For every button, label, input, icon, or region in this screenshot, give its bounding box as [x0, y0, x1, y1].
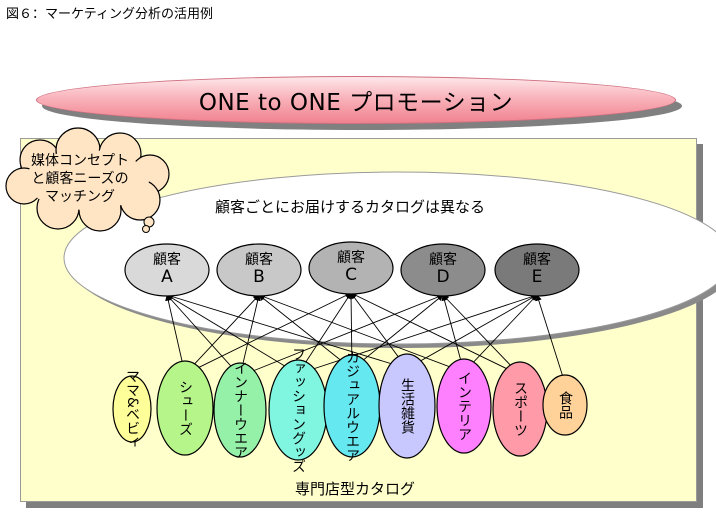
- category-label: ファッショングッズ: [269, 347, 327, 473]
- category-node: [112, 375, 152, 443]
- footer-caption: 専門店型カタログ: [294, 480, 415, 498]
- customer-letter: E: [531, 267, 543, 287]
- customer-node: [308, 241, 394, 295]
- customer-node: [216, 243, 302, 297]
- thought-cloud: [5, 127, 170, 232]
- connection-line: [406, 294, 538, 369]
- connection-line: [297, 293, 538, 375]
- customer-label-text: 顧客: [337, 250, 365, 266]
- category-label-line: 食品: [557, 391, 573, 419]
- connection-line: [535, 294, 566, 384]
- connection-line: [239, 294, 261, 377]
- promotion-banner: ONE to ONE プロモーション: [36, 76, 676, 124]
- category-label: スポーツ: [493, 362, 547, 456]
- category-node: [156, 360, 214, 456]
- customer-node: [494, 243, 580, 297]
- connection-lines: [165, 292, 566, 384]
- category-label: シューズ: [157, 361, 213, 455]
- cloud-text: 媒体コンセプト と顧客ニーズの マッチング: [8, 152, 152, 206]
- oval-caption: 顧客ごとにお届けするカタログは異なる: [214, 198, 485, 216]
- connection-line: [297, 292, 352, 375]
- connection-line: [184, 292, 352, 375]
- banner-text: ONE to ONE プロモーション: [198, 90, 514, 116]
- category-label: インテリア: [437, 359, 491, 453]
- category-label-line: 生活雑貨: [399, 378, 415, 434]
- connection-line: [350, 292, 521, 376]
- cloud-line: マッチング: [45, 189, 115, 205]
- category-label-line: スポーツ: [512, 381, 528, 437]
- connection-line: [166, 293, 408, 369]
- figure-title: 図６：マーケティング分析の活用例: [6, 7, 213, 22]
- category-label-line: ウエア: [344, 420, 360, 462]
- category-node: [378, 353, 436, 459]
- customer-label-text: 顧客: [523, 252, 551, 268]
- category-label: 食品: [543, 375, 587, 435]
- customer-nodes: [124, 241, 580, 297]
- connection-line: [258, 294, 353, 370]
- category-label-line: ベビィ: [124, 407, 140, 450]
- category-label-line: ウエア: [232, 417, 248, 459]
- category-label-line: グッズ: [290, 431, 306, 473]
- customer-letter: B: [253, 267, 265, 287]
- category-label: 生活雑貨: [379, 354, 435, 458]
- connection-line: [184, 294, 260, 375]
- customer-node: [400, 243, 486, 297]
- category-nodes: [112, 353, 588, 461]
- customer-label-text: 顧客: [245, 252, 273, 268]
- category-node: [436, 358, 492, 454]
- connection-line: [166, 294, 299, 375]
- category-label-line: シューズ: [177, 380, 193, 436]
- category-label-line: インテリア: [456, 371, 472, 441]
- category-node: [542, 374, 588, 436]
- category-label-line: ファッション: [290, 347, 306, 431]
- category-label-line: カジュアル: [344, 350, 360, 420]
- customer-letter: A: [161, 267, 173, 287]
- category-label-line: ママ&: [124, 368, 140, 408]
- customer-label-text: 顧客: [429, 252, 457, 268]
- connection-line: [350, 292, 408, 369]
- connection-line: [258, 294, 465, 373]
- customer-label-text: 顧客: [153, 252, 181, 268]
- customer-letter: D: [436, 267, 450, 287]
- cloud-line: 媒体コンセプト: [31, 153, 129, 169]
- category-label: ママ&ベビィ: [113, 369, 151, 450]
- connection-line: [239, 294, 444, 377]
- cloud-bubbles: [142, 216, 155, 233]
- connection-line: [351, 294, 444, 370]
- connection-line: [463, 294, 538, 373]
- customer-node: [124, 243, 210, 297]
- cloud-line: と顧客ニーズの: [31, 171, 129, 187]
- category-label-line: インナー: [232, 361, 248, 417]
- category-label: インナーウエア: [214, 361, 266, 459]
- category-label: カジュアルウエア: [324, 350, 380, 462]
- connection-line: [442, 294, 521, 376]
- customer-letter: C: [345, 265, 357, 285]
- category-node: [213, 362, 267, 458]
- connection-line: [166, 294, 241, 377]
